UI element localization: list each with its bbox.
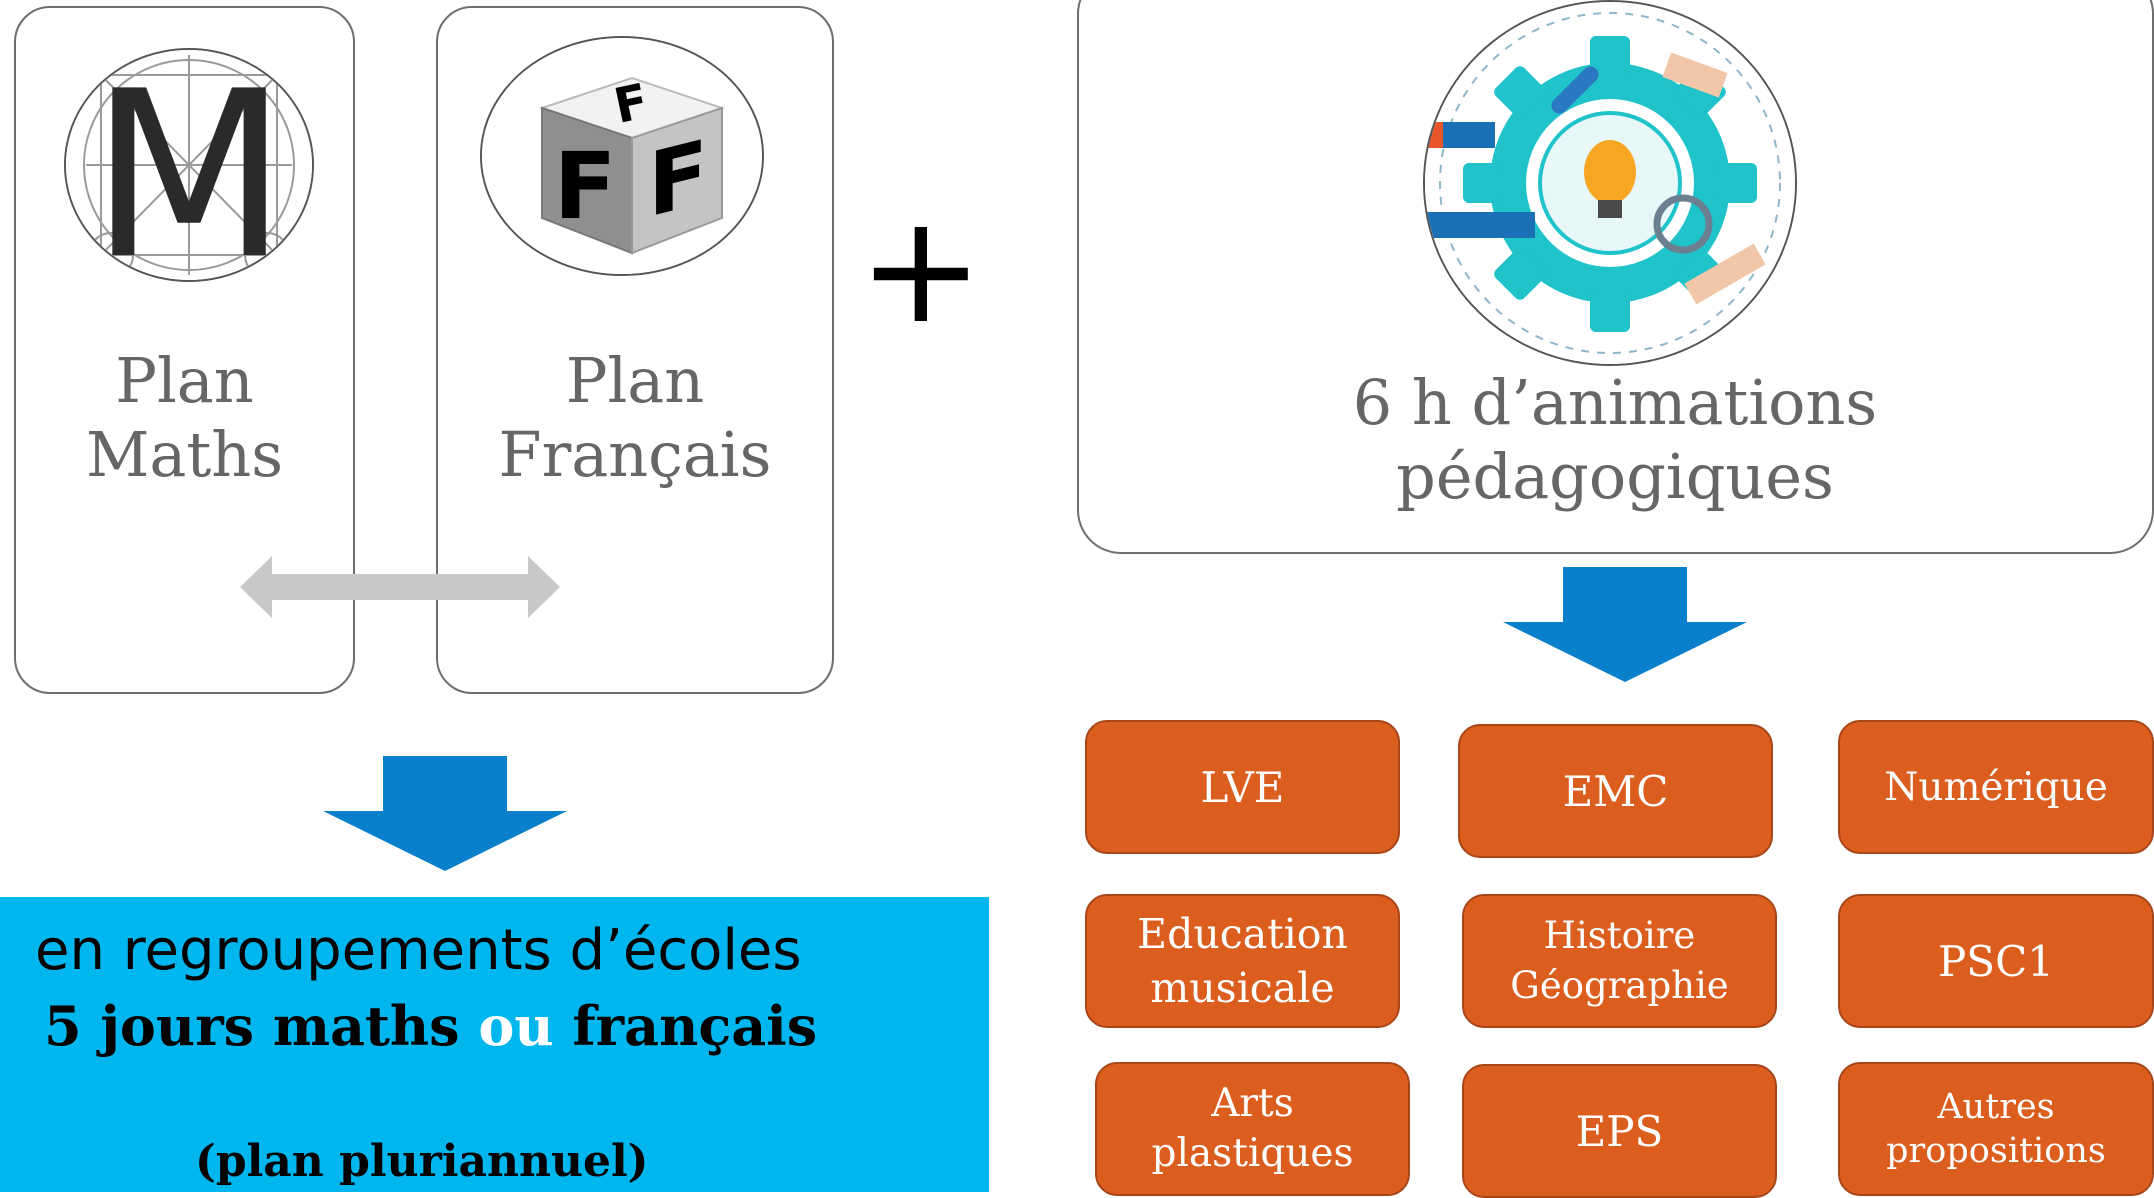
plus-sign: + [858,183,984,357]
topic-label: Autres propositions [1886,1087,2106,1171]
topic-label: EMC [1562,766,1669,816]
down-arrow-icon-right [1503,567,1747,682]
topic-label: Numérique [1884,764,2108,810]
topic-emc: EMC [1458,724,1773,858]
banner-line-2-start: 5 jours maths [44,994,479,1058]
letter-m-glyph: M [90,50,288,280]
banner-line-2-highlight: ou [478,994,554,1058]
topic-numerique: Numérique [1838,720,2154,854]
topic-arts-plastiques: Arts plastiques [1095,1062,1410,1196]
banner-line-1: en regroupements d’écoles [35,918,802,983]
letter-f-cube-icon: F F F [480,36,764,276]
topic-label: LVE [1200,762,1285,812]
plan-francais-card [436,6,834,694]
plan-maths-card [14,6,355,694]
double-arrow-icon [240,556,560,618]
topic-eps: EPS [1462,1064,1777,1198]
banner-line-3: (plan pluriannuel) [195,1136,649,1187]
banner-line-2: 5 jours maths ou français [44,994,817,1058]
topic-psc1: PSC1 [1838,894,2154,1028]
topic-autres-propositions: Autres propositions [1838,1062,2154,1196]
banner-line-2-end: français [553,994,818,1058]
letter-m-emblem-icon: M [64,48,314,282]
animations-label: 6 h d’animations pédagogiques [1352,366,1878,513]
topic-label: Histoire Géographie [1510,914,1729,1007]
topic-education-musicale: Education musicale [1085,894,1400,1028]
regroupements-banner: en regroupements d’écoles 5 jours maths … [0,897,989,1192]
animations-card [1077,0,2154,554]
topic-label: Arts plastiques [1151,1081,1354,1176]
topic-label: Education musicale [1137,910,1348,1012]
plan-maths-label: Plan Maths [85,344,284,491]
topic-lve: LVE [1085,720,1400,854]
down-arrow-icon-left [323,756,567,871]
plan-francais-label: Plan Français [498,344,772,491]
topic-label: EPS [1575,1106,1664,1156]
topic-label: PSC1 [1938,936,2054,986]
topic-histoire-geographie: Histoire Géographie [1462,894,1777,1028]
letter-f-glyph: F [554,133,617,240]
svg-text:F: F [648,121,708,238]
gear-lightbulb-hands-icon [1423,0,1797,366]
